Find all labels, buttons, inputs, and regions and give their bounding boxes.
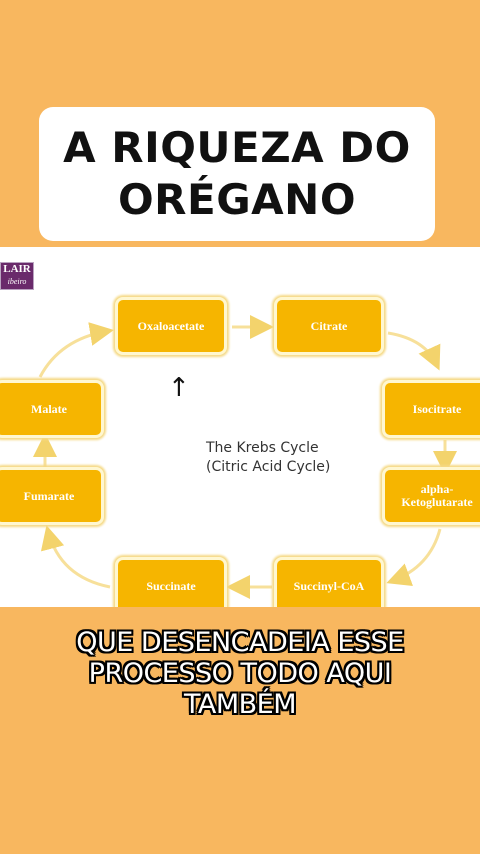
logo-line-2: ibeiro bbox=[7, 277, 27, 286]
node-alpha-line-1: alpha- bbox=[420, 482, 454, 496]
node-fumarate: Fumarate bbox=[0, 467, 104, 525]
node-isocitrate: Isocitrate bbox=[382, 380, 480, 438]
node-succinyl-coa: Succinyl-CoA bbox=[274, 557, 384, 607]
watermark-logo: LAIR ibeiro bbox=[0, 262, 34, 290]
center-subtitle: (Citric Acid Cycle) bbox=[206, 459, 331, 475]
node-alpha-ketoglutarate: alpha- Ketoglutarate bbox=[382, 467, 480, 525]
caption-line-3: TAMBÉM bbox=[183, 689, 297, 720]
node-citrate: Citrate bbox=[274, 297, 384, 355]
node-alpha-line-2: Ketoglutarate bbox=[401, 495, 473, 509]
krebs-cycle-diagram: LAIR ibeiro Oxaloacetate Citrate Isocitr… bbox=[0, 247, 480, 607]
center-label: The Krebs Cycle (Citric Acid Cycle) bbox=[206, 439, 330, 477]
cycle-arrows bbox=[33, 315, 457, 599]
arrow-malate-oxaloacetate bbox=[38, 322, 114, 378]
node-malate: Malate bbox=[0, 380, 104, 438]
node-oxaloacetate: Oxaloacetate bbox=[115, 297, 227, 355]
node-succinate: Succinate bbox=[115, 557, 227, 607]
logo-line-1: LAIR bbox=[3, 263, 31, 275]
arrow-citrate-isocitrate bbox=[387, 331, 441, 371]
subtitle-caption: QUE DESENCADEIA ESSE PROCESSO TODO AQUI … bbox=[40, 627, 440, 720]
up-arrow-icon: ↑ bbox=[168, 373, 190, 403]
caption-line-1: QUE DESENCADEIA ESSE bbox=[76, 627, 404, 658]
title-card: A RIQUEZA DO ORÉGANO bbox=[39, 107, 435, 241]
arrow-alpha-succinylcoa bbox=[386, 528, 442, 587]
title-line-1: A RIQUEZA DO bbox=[63, 123, 411, 172]
caption-line-2: PROCESSO TODO AQUI bbox=[88, 658, 392, 689]
title-line-2: ORÉGANO bbox=[117, 175, 357, 224]
arrow-succinate-fumarate bbox=[40, 525, 111, 589]
center-title: The Krebs Cycle bbox=[206, 440, 319, 456]
